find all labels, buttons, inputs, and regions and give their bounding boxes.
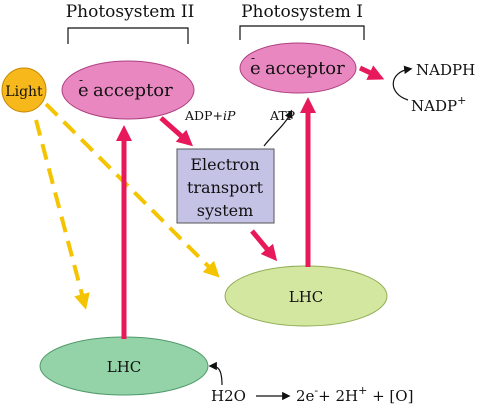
ps2-acceptor-e: e [78,80,89,101]
water-label: H2O [211,387,246,405]
water-products: 2e-+ 2H+ + [O] [296,384,413,405]
ps2-acceptor-e-bar: - [79,73,83,87]
photosystem-ii-header: Photosystem II [66,2,195,22]
light-label: Light [5,84,43,100]
lhc-ps2-label: LHC [107,358,142,376]
ets-line-1: Electron [190,155,259,174]
ps2-electron-acceptor [61,60,195,120]
ps1-acceptor-text: acceptor [265,58,345,79]
ps1-acceptor-e-bar: - [251,51,255,65]
nadph-label: NADPH [416,61,475,79]
atp-synthesis-arrow [263,109,293,147]
atp-label: ATP [269,108,295,123]
acceptor-ps2-to-ets-arrow [159,116,193,147]
ets-line-2: transport [187,178,264,197]
adp-label: ADP+iP [184,108,236,123]
photosystem-ii-bracket [67,27,189,44]
photosystem-i-header: Photosystem I [241,2,363,22]
light-to-lhc-ps1-arrow [44,102,220,278]
ps1-acceptor-e: e [250,58,261,79]
water-to-lhc-arrow [208,361,223,386]
ps2-acceptor-text: acceptor [93,80,173,101]
lhc-ps1-label: LHC [289,288,324,306]
acceptor-ps1-to-nadph-arrow [358,65,385,80]
electron-transport-system-box [176,148,275,224]
ps1-electron-acceptor [239,42,357,94]
nadp-to-nadph-arrow [392,65,413,101]
light-sun-icon [1,67,47,113]
light-to-lhc-ps2-arrow [34,119,90,310]
ets-to-lhc-ps1-arrow [250,229,278,262]
photosystem-i-bracket [239,25,365,40]
nadp-label: NADP+ [411,94,466,115]
ets-line-3: system [197,201,254,220]
